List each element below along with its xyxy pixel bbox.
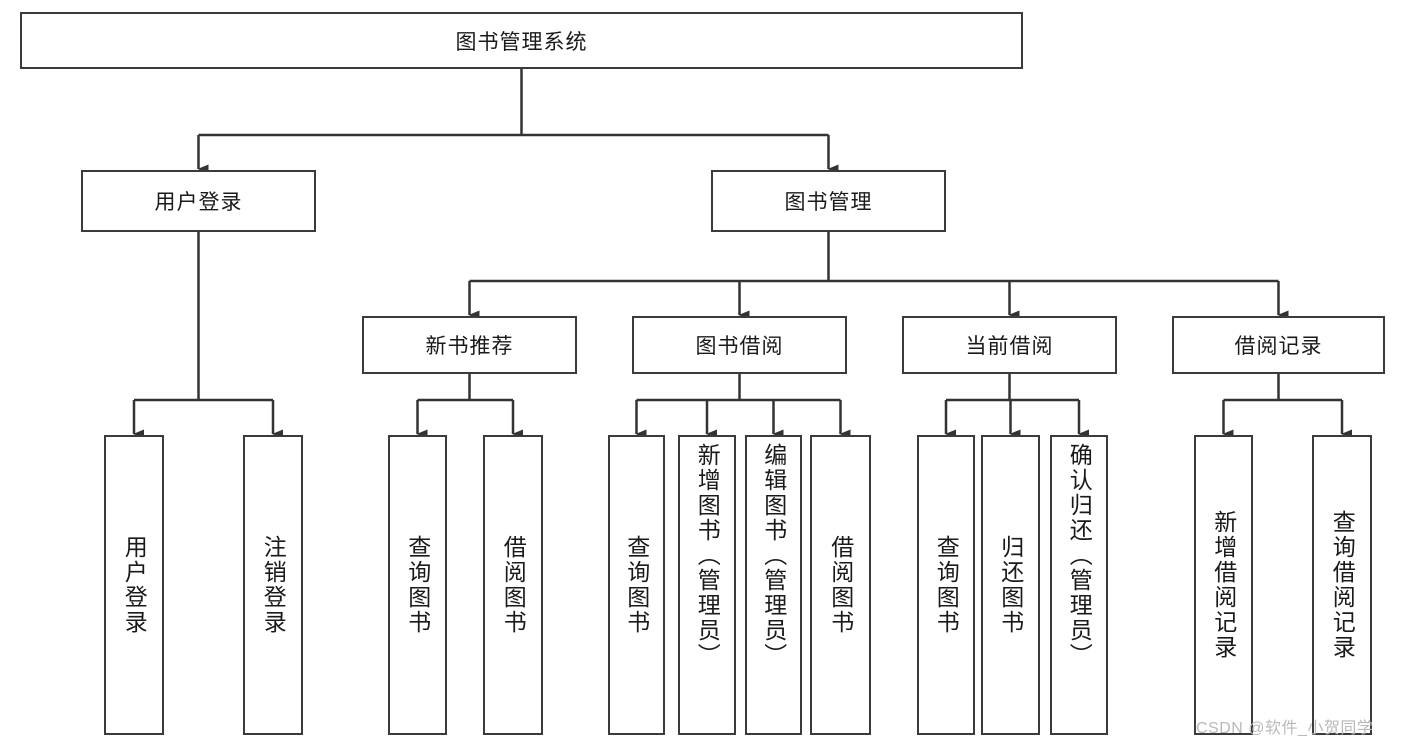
watermark: CSDN @软件_小贺同学 [1196,720,1374,737]
node-label: 新增借阅记录 [1210,510,1237,660]
node-label: 确认归还（管理员） [1066,443,1093,668]
node-label: 借阅图书 [500,535,527,635]
node-label: 注销登录 [260,535,287,635]
node-label: 查询图书 [623,535,650,635]
node-borrow[interactable]: 图书借阅 [632,316,847,374]
node-label: 借阅图书 [827,535,854,635]
node-login[interactable]: 用户登录 [81,170,316,232]
node-root[interactable]: 图书管理系统 [20,12,1023,69]
node-label: 查询图书 [404,535,431,635]
node-leaf-confirm-return[interactable]: 确认归还（管理员） [1050,435,1108,735]
node-current[interactable]: 当前借阅 [902,316,1117,374]
node-leaf-edit-book[interactable]: 编辑图书（管理员） [745,435,802,735]
node-leaf-query-book-3[interactable]: 查询图书 [917,435,975,735]
node-records[interactable]: 借阅记录 [1172,316,1385,374]
node-label: 新书推荐 [425,335,514,358]
node-label: 图书管理系统 [455,30,588,54]
node-label: 当前借阅 [965,335,1054,358]
node-label: 图书管理 [784,191,873,214]
node-leaf-borrow-book-2[interactable]: 借阅图书 [810,435,871,735]
node-newbook[interactable]: 新书推荐 [362,316,577,374]
node-bookmgmt[interactable]: 图书管理 [711,170,946,232]
node-label: 查询借阅记录 [1329,510,1356,660]
node-label: 新增图书（管理员） [694,443,721,668]
node-leaf-borrow-book-1[interactable]: 借阅图书 [483,435,543,735]
node-label: 用户登录 [121,535,148,635]
node-leaf-add-record[interactable]: 新增借阅记录 [1194,435,1253,735]
node-leaf-query-book-2[interactable]: 查询图书 [608,435,665,735]
node-leaf-query-record[interactable]: 查询借阅记录 [1312,435,1372,735]
node-leaf-user-logout[interactable]: 注销登录 [243,435,303,735]
node-leaf-user-login[interactable]: 用户登录 [104,435,164,735]
node-label: 用户登录 [154,191,243,214]
node-label: 借阅记录 [1234,335,1323,358]
node-label: 查询图书 [933,535,960,635]
node-label: 编辑图书（管理员） [760,443,787,668]
node-leaf-query-book-1[interactable]: 查询图书 [388,435,447,735]
node-leaf-return-book[interactable]: 归还图书 [981,435,1040,735]
node-label: 图书借阅 [695,335,784,358]
edge-group [132,69,1352,439]
node-leaf-add-book[interactable]: 新增图书（管理员） [678,435,736,735]
node-label: 归还图书 [997,535,1024,635]
